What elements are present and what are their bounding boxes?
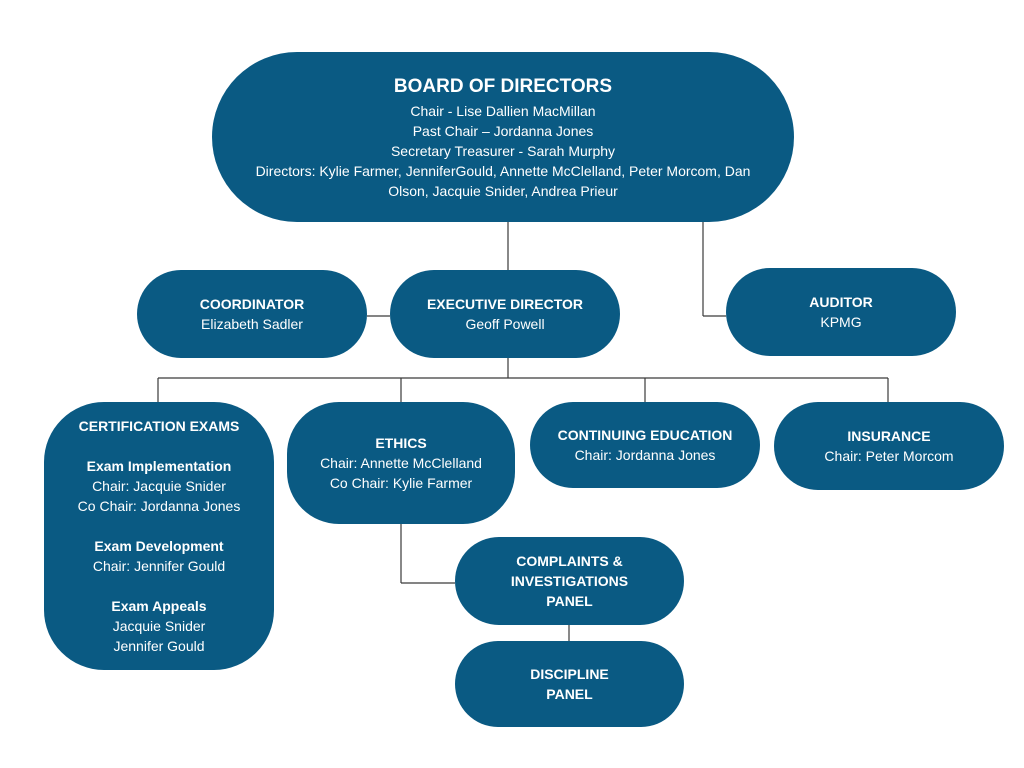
ethics-node: ETHICS Chair: Annette McClelland Co Chai… (287, 402, 515, 524)
insurance-title: INSURANCE (847, 428, 931, 444)
board-of-directors-node: BOARD OF DIRECTORS Chair - Lise Dallien … (212, 52, 794, 222)
discipline-title-line-2: PANEL (546, 686, 593, 702)
exam-implementation-title: Exam Implementation (86, 458, 232, 474)
executive-director-node: EXECUTIVE DIRECTOR Geoff Powell (390, 270, 620, 358)
exam-implementation-chair: Chair: Jacquie Snider (92, 478, 226, 494)
ethics-title: ETHICS (375, 435, 427, 451)
insurance-chair: Chair: Peter Morcom (824, 448, 954, 464)
coordinator-node: COORDINATOR Elizabeth Sadler (137, 270, 367, 358)
exam-implementation-co-chair: Co Chair: Jordanna Jones (77, 498, 241, 514)
continuing-education-node: CONTINUING EDUCATION Chair: Jordanna Jon… (530, 402, 760, 488)
ethics-co-chair: Co Chair: Kylie Farmer (329, 475, 473, 491)
board-directors-line-2: Olson, Jacquie Snider, Andrea Prieur (388, 183, 618, 199)
coordinator-title: COORDINATOR (199, 296, 305, 312)
insurance-node: INSURANCE Chair: Peter Morcom (774, 402, 1004, 490)
complaints-title-line-1: COMPLAINTS & (516, 553, 623, 569)
complaints-title-line-3: PANEL (546, 593, 593, 609)
continuing-education-chair: Chair: Jordanna Jones (574, 447, 716, 463)
ethics-chair: Chair: Annette McClelland (320, 455, 482, 471)
discipline-panel-node: DISCIPLINE PANEL (455, 641, 684, 727)
complaints-title-line-2: INVESTIGATIONS (510, 573, 629, 589)
board-title: BOARD OF DIRECTORS (393, 76, 613, 97)
auditor-node: AUDITOR KPMG (726, 268, 956, 356)
continuing-education-title: CONTINUING EDUCATION (557, 427, 733, 443)
auditor-title: AUDITOR (809, 294, 873, 310)
certification-exams-node: CERTIFICATION EXAMS Exam Implementation … (44, 402, 274, 670)
certification-title: CERTIFICATION EXAMS (78, 418, 240, 434)
coordinator-name: Elizabeth Sadler (201, 316, 303, 332)
executive-director-title: EXECUTIVE DIRECTOR (426, 296, 584, 312)
auditor-name: KPMG (820, 314, 862, 330)
discipline-title-line-1: DISCIPLINE (530, 666, 609, 682)
board-directors-line-1: Directors: Kylie Farmer, JenniferGould, … (255, 163, 751, 179)
exam-development-chair: Chair: Jennifer Gould (92, 558, 226, 574)
board-chair: Chair - Lise Dallien MacMillan (410, 103, 596, 119)
exam-appeals-member-2: Jennifer Gould (113, 638, 205, 654)
executive-director-name: Geoff Powell (465, 316, 545, 332)
exam-appeals-member-1: Jacquie Snider (112, 618, 206, 634)
exam-development-title: Exam Development (94, 538, 224, 554)
board-past-chair: Past Chair – Jordanna Jones (412, 123, 594, 139)
exam-appeals-title: Exam Appeals (111, 598, 207, 614)
complaints-investigations-panel-node: COMPLAINTS & INVESTIGATIONS PANEL (455, 537, 684, 625)
board-secretary-treasurer: Secretary Treasurer - Sarah Murphy (390, 143, 616, 159)
